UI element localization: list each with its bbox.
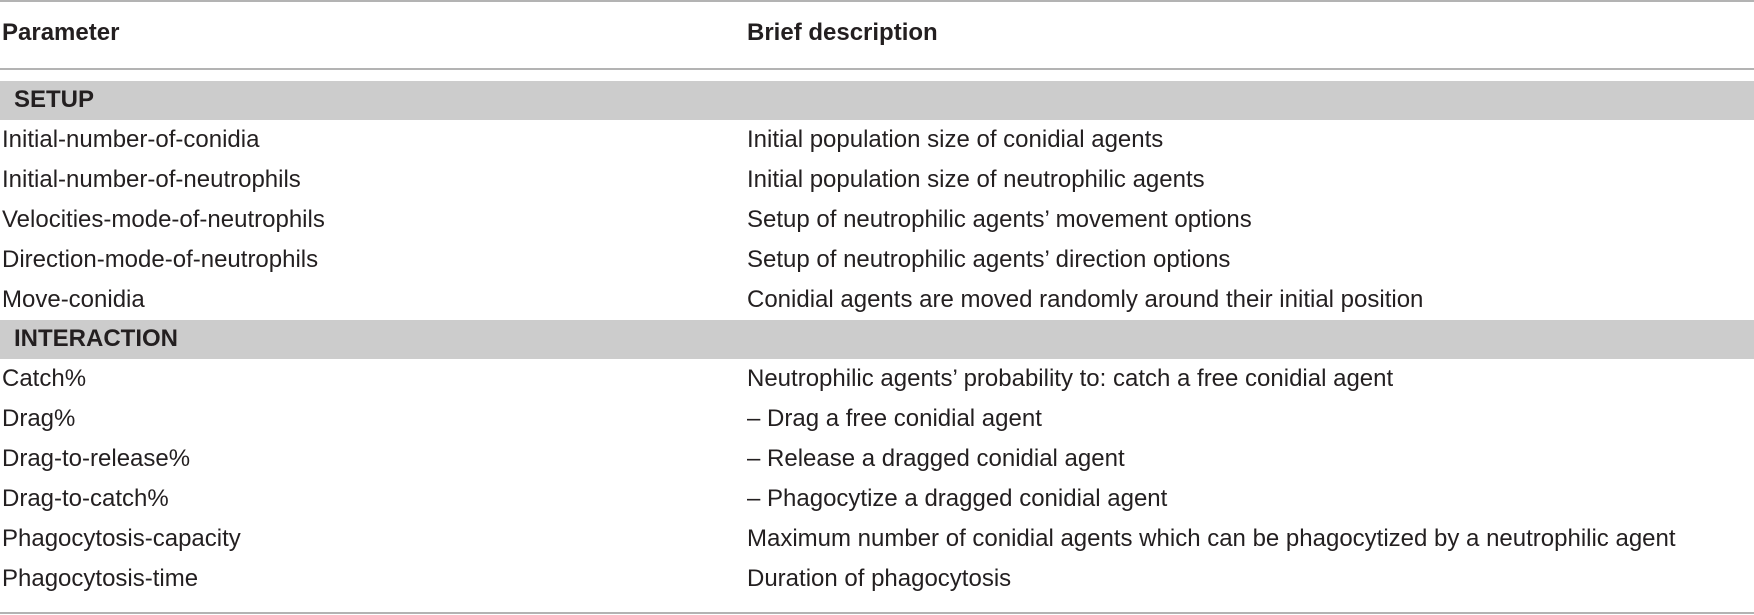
parameter-cell: Drag-to-release% — [2, 445, 191, 472]
table-header-rule — [0, 68, 1754, 70]
table-top-rule — [0, 0, 1754, 2]
table-row: Direction-mode-of-neutrophils Setup of n… — [0, 240, 1754, 279]
parameter-cell: Velocities-mode-of-neutrophils — [2, 206, 325, 233]
section-label: SETUP — [14, 86, 95, 113]
description-cell: – Phagocytize a dragged conidial agent — [747, 485, 1168, 512]
parameter-cell: Drag-to-catch% — [2, 485, 169, 512]
table-row: Initial-number-of-conidia Initial popula… — [0, 120, 1754, 159]
table-row: Phagocytosis-time Duration of phagocytos… — [0, 559, 1754, 598]
description-cell: Initial population size of neutrophilic … — [747, 166, 1205, 193]
parameter-cell: Initial-number-of-conidia — [2, 126, 260, 153]
description-cell: Neutrophilic agents’ probability to: cat… — [747, 365, 1394, 392]
description-cell: Duration of phagocytosis — [747, 565, 1012, 592]
table-header-row: Parameter Brief description — [0, 0, 1754, 68]
table-row: Drag-to-release% – Release a dragged con… — [0, 439, 1754, 478]
description-cell: Initial population size of conidial agen… — [747, 126, 1164, 153]
description-cell: Setup of neutrophilic agents’ movement o… — [747, 206, 1252, 233]
description-cell: Conidial agents are moved randomly aroun… — [747, 286, 1424, 313]
parameter-cell: Drag% — [2, 405, 76, 432]
header-description: Brief description — [747, 19, 938, 46]
parameter-cell: Direction-mode-of-neutrophils — [2, 246, 319, 273]
parameter-cell: Initial-number-of-neutrophils — [2, 166, 301, 193]
section-label: INTERACTION — [14, 325, 178, 352]
parameter-cell: Catch% — [2, 365, 87, 392]
description-cell: – Release a dragged conidial agent — [747, 445, 1125, 472]
table-row: Catch% Neutrophilic agents’ probability … — [0, 359, 1754, 398]
parameter-cell: Phagocytosis-capacity — [2, 525, 241, 552]
section-setup: SETUP — [0, 81, 1754, 120]
table-row: Move-conidia Conidial agents are moved r… — [0, 280, 1754, 319]
description-cell: Maximum number of conidial agents which … — [747, 525, 1676, 552]
parameter-cell: Move-conidia — [2, 286, 145, 313]
description-cell: – Drag a free conidial agent — [747, 405, 1042, 432]
parameter-cell: Phagocytosis-time — [2, 565, 199, 592]
table-bottom-rule — [0, 612, 1754, 614]
description-cell: Setup of neutrophilic agents’ direction … — [747, 246, 1231, 273]
section-interaction: INTERACTION — [0, 320, 1754, 359]
table-row: Initial-number-of-neutrophils Initial po… — [0, 160, 1754, 199]
table-row: Velocities-mode-of-neutrophils Setup of … — [0, 200, 1754, 239]
table-row: Drag-to-catch% – Phagocytize a dragged c… — [0, 479, 1754, 518]
header-parameter: Parameter — [2, 19, 120, 46]
table-row: Drag% – Drag a free conidial agent — [0, 399, 1754, 438]
table-row: Phagocytosis-capacity Maximum number of … — [0, 519, 1754, 558]
